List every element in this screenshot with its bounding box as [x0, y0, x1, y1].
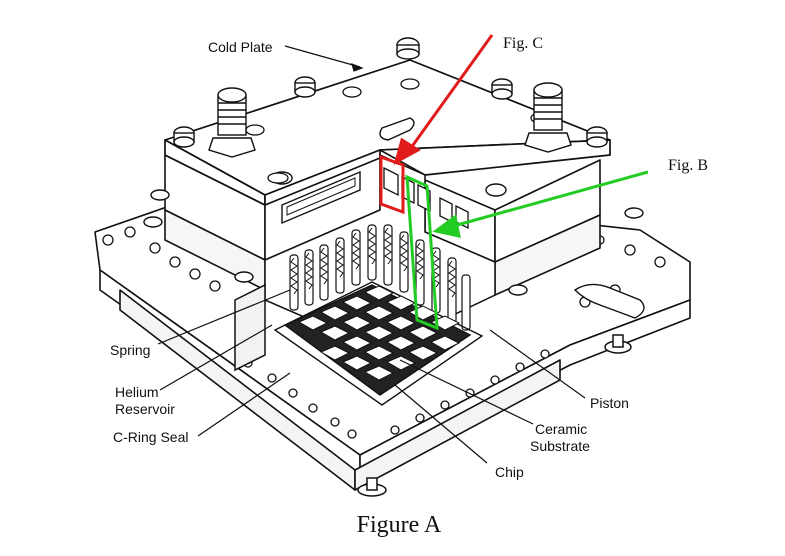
fig-b-marker — [405, 170, 649, 331]
fig-b-arrow-head — [432, 214, 461, 238]
figure-caption: Figure A — [357, 512, 442, 538]
leader-lines — [157, 45, 586, 464]
center-tab — [379, 117, 415, 141]
label-spring: Spring — [110, 342, 150, 358]
label-ceramic-line1: Ceramic — [535, 421, 587, 437]
fig-b-highlight-box — [405, 174, 439, 331]
label-ceramic-line2: Substrate — [530, 438, 590, 454]
label-cold-plate: Cold Plate — [208, 39, 273, 55]
label-chip: Chip — [495, 464, 524, 480]
housing-slot — [281, 170, 361, 225]
fig-b-arrow-line — [449, 170, 649, 229]
label-piston: Piston — [590, 395, 629, 411]
label-helium-line2: Reservoir — [115, 401, 175, 417]
label-helium-line1: Helium — [115, 384, 159, 400]
fig-c-arrow-line — [406, 34, 494, 153]
flange-slot — [573, 283, 645, 319]
label-c-ring-seal: C-Ring Seal — [113, 429, 188, 445]
coolant-fittings — [208, 82, 572, 158]
chip-grid — [297, 285, 461, 381]
label-fig-b: Fig. B — [668, 157, 708, 174]
springs — [290, 227, 456, 298]
label-fig-c: Fig. C — [503, 35, 543, 52]
fig-c-arrow-head — [393, 137, 421, 166]
fig-c-marker — [379, 34, 494, 215]
cold-plate-bolts — [143, 37, 644, 296]
support-feet — [357, 334, 632, 497]
